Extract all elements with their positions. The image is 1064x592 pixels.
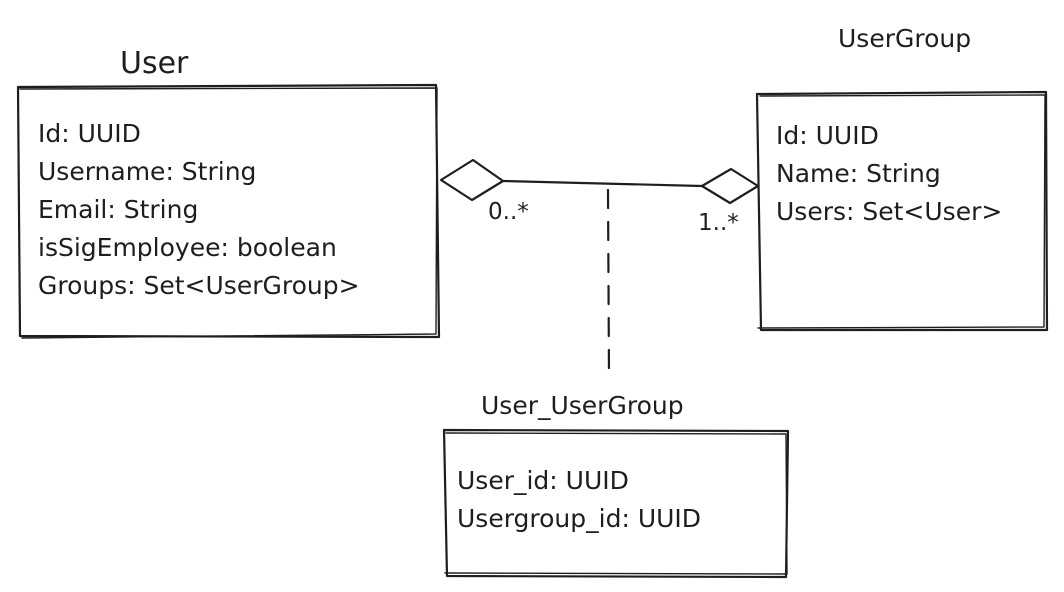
user-class-title: User (120, 46, 189, 81)
right-aggregation-diamond (700, 167, 760, 205)
usergroup-attr-name: Name: String (776, 159, 941, 188)
usergroup-class-box (755, 90, 1049, 332)
join-class-title: User_UserGroup (481, 391, 684, 420)
user-attr-email: Email: String (38, 195, 199, 224)
usergroup-class-title: UserGroup (838, 24, 972, 53)
user-attributes: Id: UUID Username: String Email: String … (38, 115, 360, 305)
usergroup-attributes: Id: UUID Name: String Users: Set<User> (776, 117, 1002, 231)
association-line (501, 179, 704, 188)
left-multiplicity: 0..* (488, 199, 529, 225)
user-attr-id: Id: UUID (38, 119, 141, 148)
user-attr-issigemployee: isSigEmployee: boolean (38, 233, 337, 262)
user-class-box (16, 83, 441, 339)
usergroup-attr-id: Id: UUID (776, 121, 879, 150)
right-multiplicity: 1..* (698, 210, 739, 236)
join-attr-user-id: User_id: UUID (457, 466, 629, 495)
user-attr-groups: Groups: Set<UserGroup> (38, 271, 360, 300)
join-attr-usergroup-id: Usergroup_id: UUID (457, 504, 702, 533)
usergroup-attr-users: Users: Set<User> (776, 197, 1003, 226)
user-attr-username: Username: String (38, 157, 257, 186)
join-attributes: User_id: UUID Usergroup_id: UUID (457, 462, 701, 538)
association-class-dashed-link (606, 188, 611, 380)
left-aggregation-diamond (439, 158, 505, 202)
join-class-box (442, 428, 790, 579)
